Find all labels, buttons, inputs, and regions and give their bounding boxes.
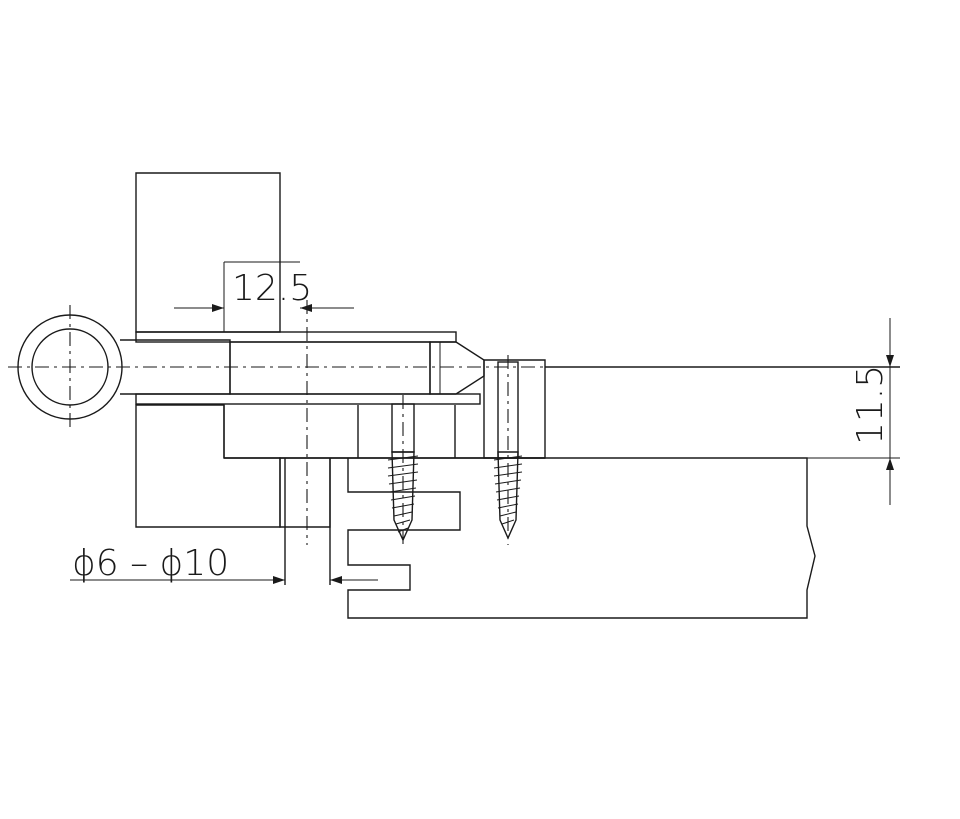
dimension-11-5: 11.5: [807, 318, 900, 505]
dimension-12-5: 12.5: [174, 261, 354, 332]
dimension-label-diameter: ϕ6 – ϕ10: [72, 543, 229, 584]
dimension-label-12-5: 12.5: [232, 268, 312, 309]
dimension-diameter: ϕ6 – ϕ10: [70, 543, 378, 584]
bushing: [483, 359, 546, 459]
dimension-label-11-5: 11.5: [850, 365, 891, 445]
center-lines: [8, 300, 560, 545]
door-block: [279, 457, 816, 619]
hinge-shaft: [120, 331, 485, 405]
frame-block: [135, 172, 281, 528]
recess: [223, 366, 900, 585]
